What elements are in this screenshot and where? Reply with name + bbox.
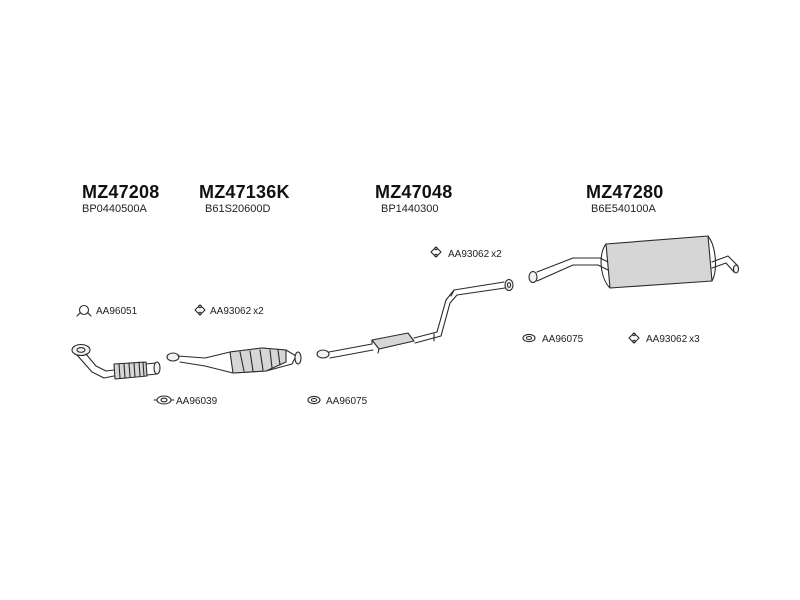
rubber-mount-icon (628, 332, 640, 344)
part-number-middle-silencer: MZ47048 (375, 182, 453, 202)
oem-number-middle-silencer: BP1440300 (381, 203, 439, 215)
part-number-rear-silencer: MZ47280 (586, 182, 664, 202)
accessory-label: AA96075 (326, 396, 368, 407)
ring-clamp-icon (76, 304, 92, 317)
oem-number-front-pipe: BP0440500A (82, 203, 147, 215)
flange-gasket-icon (153, 395, 175, 405)
oem-number-rear-silencer: B6E540100A (591, 203, 656, 215)
rubber-mount-icon (194, 304, 206, 316)
part-number-catalytic-converter: MZ47136K (199, 182, 290, 202)
part-number-front-pipe: MZ47208 (82, 182, 160, 202)
rear-silencer-drawing (528, 235, 740, 289)
middle-silencer-drawing (316, 278, 514, 359)
oval-gasket-icon (307, 395, 321, 405)
accessory-label: AA96039 (176, 396, 218, 407)
rubber-mount-icon (430, 246, 442, 258)
oval-gasket-icon (522, 333, 536, 343)
accessory-label: AA96075 (542, 334, 584, 345)
oem-number-catalytic-converter: B61S20600D (205, 203, 271, 215)
front-pipe-drawing (71, 343, 161, 380)
catalytic-converter-drawing (166, 347, 302, 374)
accessory-label: AA96051 (96, 306, 138, 317)
